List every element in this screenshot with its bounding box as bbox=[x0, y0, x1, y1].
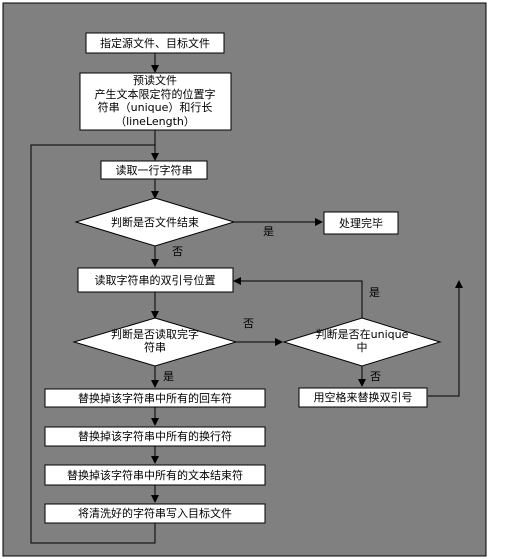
node-replace-cr: 替换掉该字符串中所有的回车符 bbox=[44, 388, 266, 408]
node-specify-files: 指定源文件、目标文件 bbox=[85, 32, 225, 54]
label-unique-yes: 是 bbox=[369, 286, 380, 299]
write-target-text: 将清洗好的字符串写入目标文件 bbox=[78, 506, 232, 520]
node-is-eof: 判断是否文件结束 bbox=[74, 197, 236, 247]
replace-cr-text: 替换掉该字符串中所有的回车符 bbox=[78, 391, 232, 405]
specify-files-text: 指定源文件、目标文件 bbox=[100, 36, 210, 50]
node-read-quote-pos: 读取字符串的双引号位置 bbox=[77, 267, 234, 293]
preread-line-1: 预读文件 bbox=[133, 73, 177, 87]
label-complete-no: 否 bbox=[243, 317, 254, 330]
replace-quote-space-text: 用空格来替换双引号 bbox=[314, 390, 413, 404]
replace-lf-text: 替换掉该字符串中所有的换行符 bbox=[78, 429, 232, 443]
label-eof-yes: 是 bbox=[263, 225, 274, 238]
node-write-target: 将清洗好的字符串写入目标文件 bbox=[44, 503, 266, 524]
is-in-unique-line-1: 判断是否在unique bbox=[316, 327, 409, 341]
arrow-replacequote-loop bbox=[428, 280, 463, 397]
read-line-text: 读取一行字符串 bbox=[116, 163, 193, 177]
node-replace-quote-space: 用空格来替换双引号 bbox=[298, 387, 428, 408]
is-read-complete-line-2: 符串 bbox=[144, 341, 166, 354]
done-text: 处理完毕 bbox=[339, 216, 383, 230]
label-eof-no: 否 bbox=[172, 245, 183, 258]
arrow-write-loop-back bbox=[30, 144, 156, 544]
label-complete-yes: 是 bbox=[163, 370, 174, 383]
connectors bbox=[30, 53, 463, 544]
label-unique-no: 否 bbox=[370, 370, 381, 383]
preread-line-4: （lineLength） bbox=[115, 115, 195, 128]
preread-line-3: 符串（unique）和行长 bbox=[98, 101, 213, 114]
node-is-in-unique: 判断是否在unique 中 bbox=[282, 317, 442, 367]
replace-eot-text: 替换掉该字符串中所有的文本结束符 bbox=[67, 468, 243, 482]
node-replace-lf: 替换掉该字符串中所有的换行符 bbox=[44, 426, 266, 447]
read-quote-pos-text: 读取字符串的双引号位置 bbox=[95, 273, 216, 287]
node-replace-eot: 替换掉该字符串中所有的文本结束符 bbox=[44, 464, 266, 486]
is-eof-text: 判断是否文件结束 bbox=[111, 215, 199, 229]
node-read-line: 读取一行字符串 bbox=[100, 160, 208, 180]
node-preread: 预读文件 产生文本限定符的位置字 符串（unique）和行长 （lineLeng… bbox=[79, 72, 232, 131]
node-done: 处理完毕 bbox=[323, 211, 399, 235]
is-read-complete-line-1: 判断是否读取完字 bbox=[111, 327, 199, 341]
is-in-unique-line-2: 中 bbox=[357, 341, 368, 354]
preread-line-2: 产生文本限定符的位置字 bbox=[95, 87, 216, 101]
arrow-unique-yes-to-readquote bbox=[233, 277, 363, 318]
node-is-read-complete: 判断是否读取完字 符串 bbox=[72, 317, 238, 367]
